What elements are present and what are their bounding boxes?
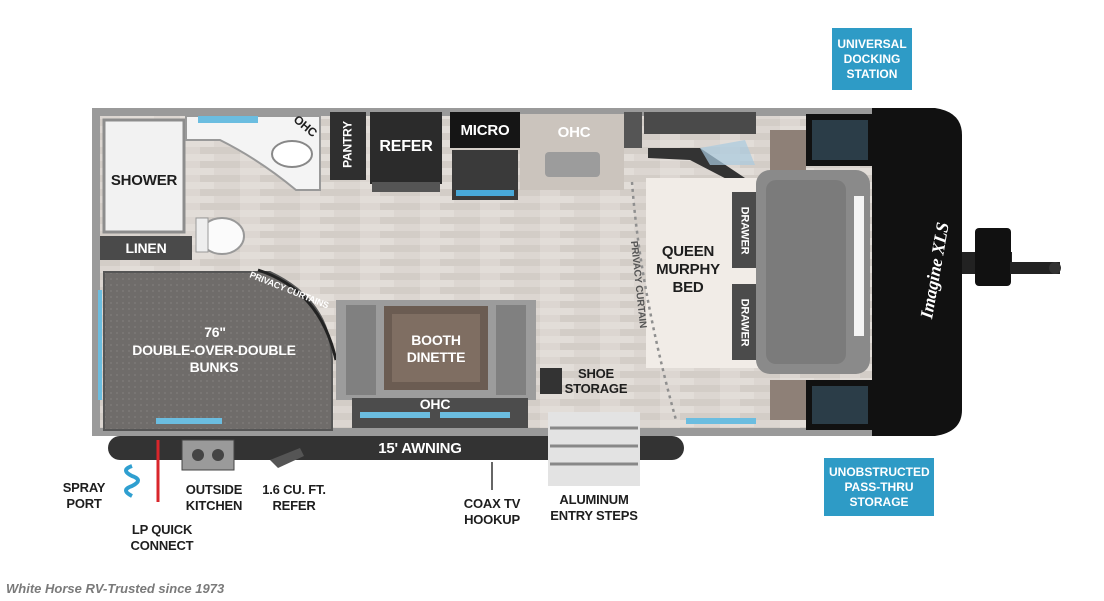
drawer-bottom [732, 284, 756, 360]
entry-steps-label: ALUMINUM ENTRY STEPS [550, 492, 638, 523]
linen-label: LINEN [125, 240, 167, 256]
outside-kitchen [181, 439, 235, 471]
front-cap [872, 108, 962, 436]
refer-box [370, 112, 442, 184]
dinette-ohc-label: OHC [419, 396, 451, 412]
privacy-curtain-line [630, 181, 678, 421]
bath-counter [185, 115, 321, 191]
spray-hose [124, 464, 140, 498]
queen-bed-label: QUEEN MURPHY BED [656, 243, 720, 296]
micro-label: MICRO [460, 122, 510, 139]
linen [100, 236, 192, 260]
spray-port-label: SPRAY PORT [62, 480, 106, 511]
awning [108, 436, 684, 460]
outside-refer [270, 448, 304, 468]
jack [975, 228, 1011, 286]
awning-label: 15' AWNING [378, 440, 462, 457]
shower-label: SHOWER [110, 172, 178, 189]
micro-box [450, 112, 520, 148]
drawer-top-label: DRAWER [738, 206, 751, 255]
kitchen-ohc-label: OHC [557, 124, 591, 141]
bunks-size-label: 76" [204, 324, 226, 340]
drawer-top [732, 192, 756, 268]
outside-kitchen-label: OUTSIDE KITCHEN [185, 482, 243, 513]
shoe-storage [540, 368, 562, 394]
watermark: White Horse RV-Trusted since 1973 [6, 581, 225, 596]
pantry-label: PANTRY [340, 121, 355, 168]
docking-station-callout: UNIVERSAL DOCKING STATION [832, 28, 912, 90]
shoe-storage-label: SHOE STORAGE [564, 366, 628, 396]
coax-label: COAX TV HOOKUP [463, 496, 521, 527]
docking-station-label: UNIVERSAL DOCKING STATION [837, 36, 907, 81]
storage-callout: UNOBSTRUCTED PASS-THRU STORAGE [824, 458, 934, 516]
outside-refer-label: 1.6 CU. FT. REFER [262, 482, 326, 513]
shower [102, 118, 186, 234]
tv [648, 148, 748, 186]
dinette-label: BOOTH DINETTE [406, 332, 466, 365]
bunks [103, 271, 333, 431]
refer-label: REFER [379, 138, 433, 155]
lp-quick-connect-label: LP QUICK CONNECT [130, 522, 194, 553]
drawer-bottom-label: DRAWER [738, 298, 751, 347]
pantry [330, 112, 366, 180]
storage-label: UNOBSTRUCTED PASS-THRU STORAGE [829, 464, 930, 509]
entry-steps [548, 412, 640, 486]
bunks-label: DOUBLE-OVER-DOUBLE BUNKS [132, 342, 296, 375]
coupler [1010, 262, 1060, 274]
